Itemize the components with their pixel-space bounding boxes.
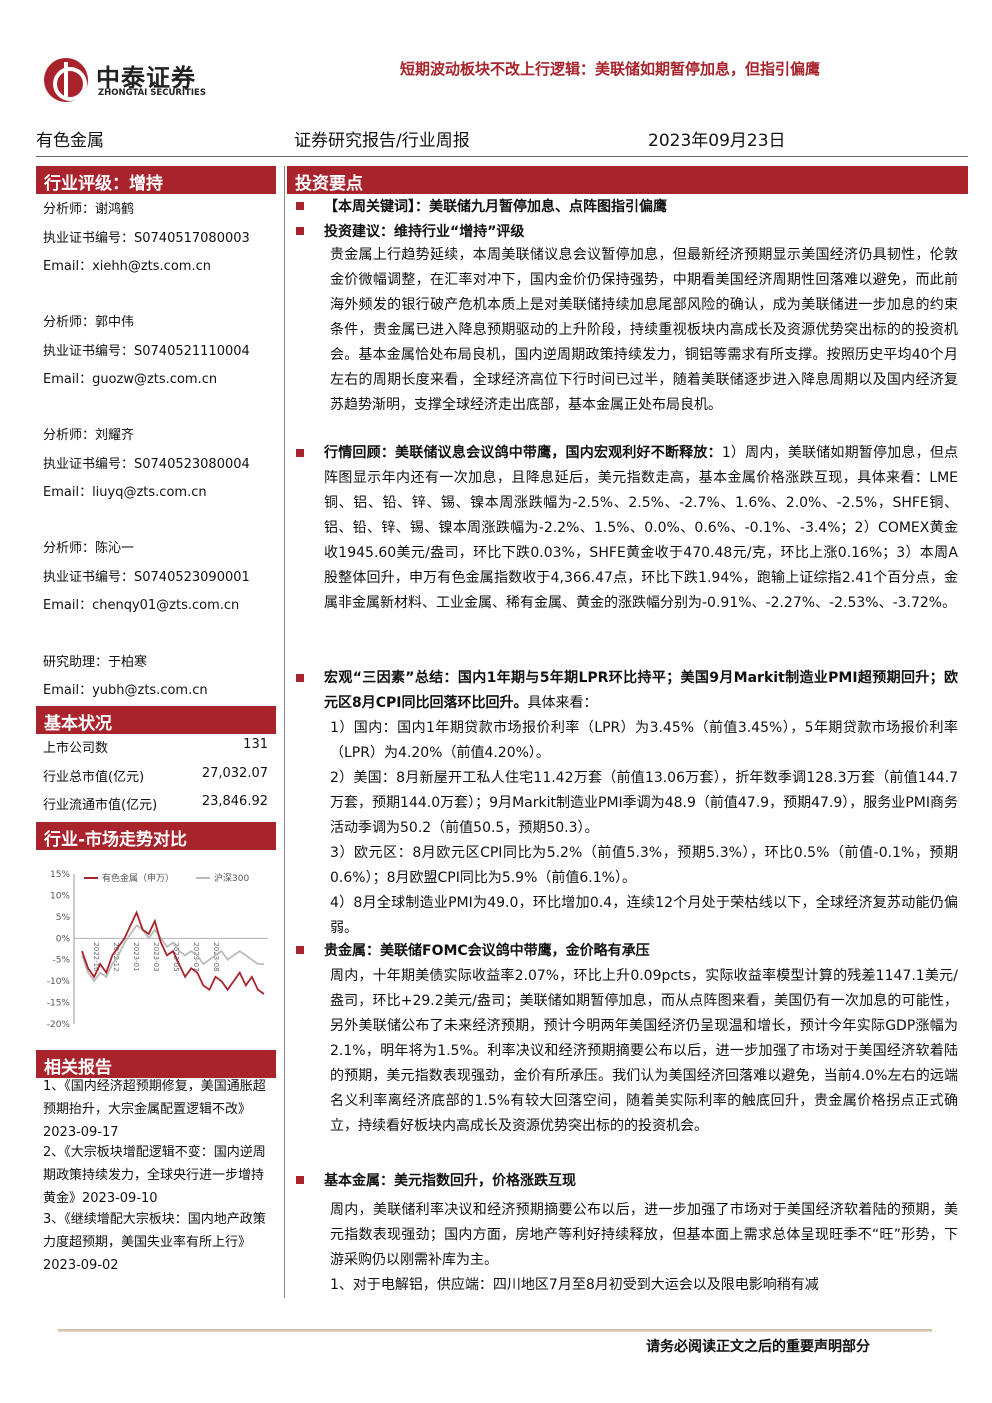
footer-divider	[58, 1329, 932, 1332]
logo-mark-icon	[44, 58, 88, 102]
y-tick-label: -20%	[47, 1020, 71, 1030]
related-bar: 相关报告	[36, 1050, 276, 1078]
analyst-email[interactable]: Email：guozw@zts.com.cn	[43, 372, 218, 387]
analyst-email[interactable]: Email：chenqy01@zts.com.cn	[43, 598, 240, 613]
logo-name-cn: 中泰证券	[96, 64, 196, 92]
analyst-cert: 执业证书编号：S0740517080003	[43, 231, 250, 246]
macro-summary-tail: 具体来看：	[527, 695, 598, 711]
macro-summary-head: 宏观“三因素”总结：国内1年期与5年期LPR环比持平；美国9月Markit制造业…	[324, 670, 958, 711]
analyst-cert: 执业证书编号：S0740521110004	[43, 344, 250, 359]
weekly-keyword: 【本周关键词】：美联储九月暂停加息、点阵图指引偏鹰	[324, 199, 667, 215]
investment-suggestion-text: 贵金属上行趋势延续，本周美联储议息会议暂停加息，但最新经济预期显示美国经济仍具韧…	[330, 247, 958, 413]
bullet-icon	[296, 674, 304, 682]
market-review-subhead: 美联储议息会议鸽中带鹰，国内宏观利好不断释放：	[395, 445, 722, 461]
basic-info-bar: 基本状况	[36, 706, 276, 734]
report-date: 2023年09月23日	[648, 131, 786, 151]
analyst-email[interactable]: Email：liuyq@zts.com.cn	[43, 485, 207, 500]
trend-chart: 15% 10% 5% 0% -5% -10% -15% -20% 2022-10 2022-12 2…	[40, 864, 275, 1036]
macro-item: 2）美国：8月新屋开工私人住宅11.42万套（前值13.06万套），折年数季调1…	[330, 770, 958, 836]
stat-value: 131	[243, 737, 268, 752]
y-tick-label: 15%	[50, 870, 70, 880]
stat-label: 行业流通市值(亿元)	[43, 798, 158, 813]
company-logo: 中泰证券 ZHONGTAI SECURITIES	[44, 56, 224, 104]
macro-item: 4）8月全球制造业PMI为49.0，环比增加0.4，连续12个月处于荣枯线以下，…	[330, 895, 958, 936]
y-tick-label: -15%	[47, 999, 71, 1009]
market-review-head: 行情回顾：	[324, 445, 396, 461]
stat-row: 行业总市值(亿元) 27,032.07	[43, 766, 268, 788]
base-metals-head: 基本金属：美元指数回升，价格涨跌互现	[324, 1173, 576, 1189]
logo-name-en: ZHONGTAI SECURITIES	[98, 88, 206, 98]
bullet-icon	[296, 946, 304, 954]
stat-label: 上市公司数	[43, 741, 109, 756]
macro-item: 1）国内：国内1年期贷款市场报价利率（LPR）为3.45%（前值3.45%），5…	[330, 720, 958, 761]
bullet-icon	[296, 449, 304, 457]
investment-suggestion-head: 投资建议：维持行业“增持”评级	[324, 224, 525, 240]
x-tick-label: 2023-01	[132, 942, 140, 971]
precious-metals-text: 周内，十年期美债实际收益率2.07%，环比上升0.09pcts，实际收益率模型计…	[330, 968, 958, 1134]
macro-summary: 宏观“三因素”总结：国内1年期与5年期LPR环比持平；美国9月Markit制造业…	[324, 666, 958, 716]
section-title-bar: 投资要点	[287, 166, 968, 194]
stat-value: 23,846.92	[201, 794, 268, 809]
related-report[interactable]: 1、《国内经济超预期修复，美国通胀超预期抬升，大宗金属配置逻辑不改》2023-0…	[43, 1079, 266, 1140]
x-tick-label: 2022-12	[112, 942, 120, 971]
rating-bar: 行业评级：增持	[36, 166, 276, 194]
stat-row: 行业流通市值(亿元) 23,846.92	[43, 794, 268, 816]
assistant-email[interactable]: Email：yubh@zts.com.cn	[43, 683, 208, 698]
footer-notice: 请务必阅读正文之后的重要声明部分	[646, 1339, 870, 1355]
analyst-cert: 执业证书编号：S0740523080004	[43, 457, 250, 472]
stat-value: 27,032.07	[201, 766, 268, 781]
x-tick-label: 2023-08	[212, 942, 220, 971]
macro-item: 3）欧元区：8月欧元区CPI同比为5.2%（前值5.3%，预期5.3%），环比0…	[330, 845, 958, 886]
y-tick-label: 0%	[56, 934, 71, 944]
report-type: 证券研究报告/行业周报	[294, 131, 470, 151]
series-line	[81, 910, 265, 995]
market-review: 行情回顾：美联储议息会议鸽中带鹰，国内宏观利好不断释放：1）周内，美联储如期暂停…	[324, 441, 958, 616]
market-review-text: 1）周内，美联储如期暂停加息，但点阵图显示年内还有一次加息，且降息延后，美元指数…	[324, 445, 959, 611]
x-tick-label: 2023-07	[192, 942, 200, 971]
stat-row: 上市公司数 131	[43, 737, 268, 759]
analyst-email[interactable]: Email：xiehh@zts.com.cn	[43, 259, 211, 274]
x-tick-label: 2023-03	[152, 942, 160, 971]
analyst-name: 分析师：刘耀齐	[43, 428, 135, 443]
trend-chart-svg: 15% 10% 5% 0% -5% -10% -15% -20% 2022-10 2022-12 2…	[47, 870, 268, 1030]
stat-label: 行业总市值(亿元)	[43, 770, 145, 785]
y-tick-label: -10%	[47, 977, 71, 987]
analyst-name: 分析师：谢鸿鹤	[43, 202, 135, 217]
legend-label: 有色金属（申万）	[102, 872, 174, 884]
series-line	[81, 924, 264, 983]
x-tick-label: 2022-10	[92, 942, 100, 971]
analyst-name: 分析师：陈沁一	[43, 541, 135, 556]
header-divider	[36, 156, 968, 157]
y-tick-label: 5%	[56, 913, 71, 923]
analyst-name: 分析师：郭中伟	[43, 315, 135, 330]
bullet-icon	[296, 1176, 304, 1184]
sector-label: 有色金属	[36, 131, 104, 151]
analyst-cert: 执业证书编号：S0740523090001	[43, 570, 250, 585]
column-divider	[284, 166, 285, 1298]
aluminum-item: 1、对于电解铝，供应端：四川地区7月至8月初受到大运会以及限电影响稍有减	[330, 1277, 819, 1293]
assistant-name: 研究助理：于柏寒	[43, 655, 148, 670]
y-tick-label: 10%	[50, 891, 70, 901]
base-metals-text: 周内，美联储利率决议和经济预期摘要公布以后，进一步加强了市场对于美国经济软着陆的…	[330, 1202, 958, 1268]
legend-label: 沪深300	[214, 872, 249, 884]
bullet-icon	[296, 227, 304, 235]
precious-metals-head: 贵金属：美联储FOMC会议鸽中带鹰，金价略有承压	[324, 943, 650, 959]
bullet-icon	[296, 202, 304, 210]
related-report[interactable]: 2、《大宗板块增配逻辑不变：国内逆周期政策持续发力，全球央行进一步增持黄金》20…	[43, 1145, 266, 1206]
report-title: 短期波动板块不改上行逻辑：美联储如期暂停加息，但指引偏鹰	[400, 60, 821, 78]
related-report[interactable]: 3、《继续增配大宗板块：国内地产政策力度超预期，美国失业率有所上行》2023-0…	[43, 1212, 266, 1273]
trend-bar: 行业-市场走势对比	[36, 822, 276, 850]
y-tick-label: -5%	[52, 956, 70, 966]
